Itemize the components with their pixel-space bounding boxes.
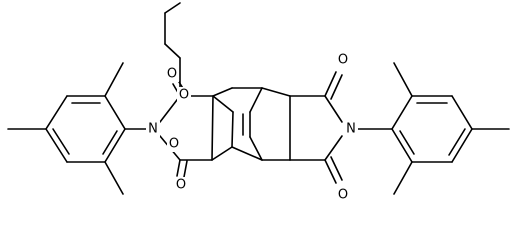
bond	[211, 95, 214, 161]
left-mesityl-group	[7, 62, 126, 195]
bicyclic-cage	[164, 2, 291, 161]
carbonyl-bond	[176, 159, 181, 177]
oxygen-label: O	[176, 178, 186, 193]
bond	[159, 95, 181, 123]
bond	[212, 95, 234, 113]
ethyl-bond	[164, 43, 181, 59]
oxygen-label: O	[338, 53, 348, 68]
bond	[451, 128, 473, 163]
methyl-bond	[393, 161, 413, 195]
double-bond-inner	[102, 130, 118, 155]
methyl-bond	[393, 62, 413, 97]
carbonyl-bond	[324, 159, 337, 184]
bond	[45, 95, 68, 130]
right-imide-nitrogen-label: N	[346, 122, 356, 137]
bond	[211, 146, 233, 161]
oxygen-label: O	[167, 67, 177, 82]
carbonyl-bond	[183, 160, 188, 178]
right-mesityl-group	[391, 62, 510, 195]
bond	[212, 87, 233, 97]
methyl-bond	[104, 62, 124, 97]
oxygen-label: O	[179, 88, 189, 103]
bond	[391, 128, 413, 163]
bond	[451, 95, 473, 130]
bond	[249, 87, 263, 113]
bond	[249, 136, 263, 161]
bond	[104, 128, 126, 163]
bond	[261, 87, 291, 97]
bond	[231, 146, 263, 161]
carbonyl-bond	[324, 71, 337, 97]
ethyl-bond	[164, 2, 181, 14]
double-bond-inner	[448, 128, 466, 156]
atom-labels: N N O O O O O O	[146, 52, 358, 203]
bond	[324, 135, 343, 161]
oxygen-label: O	[169, 137, 179, 152]
double-bond-inner	[52, 128, 70, 155]
left-imide-ring	[124, 81, 214, 178]
oxygen-label: O	[338, 188, 348, 203]
carbonyl-bond	[330, 156, 343, 181]
chemical-structure: N N O O O O O O	[7, 2, 510, 203]
double-bond-inner	[399, 130, 415, 155]
bond	[45, 128, 68, 163]
carbonyl-bond	[330, 74, 343, 100]
bond	[391, 95, 413, 130]
bond	[104, 95, 126, 130]
right-imide-ring	[289, 71, 393, 184]
methyl-bond	[104, 161, 124, 195]
bond	[231, 111, 234, 148]
left-imide-nitrogen-label: N	[148, 122, 158, 137]
bond	[324, 95, 343, 123]
